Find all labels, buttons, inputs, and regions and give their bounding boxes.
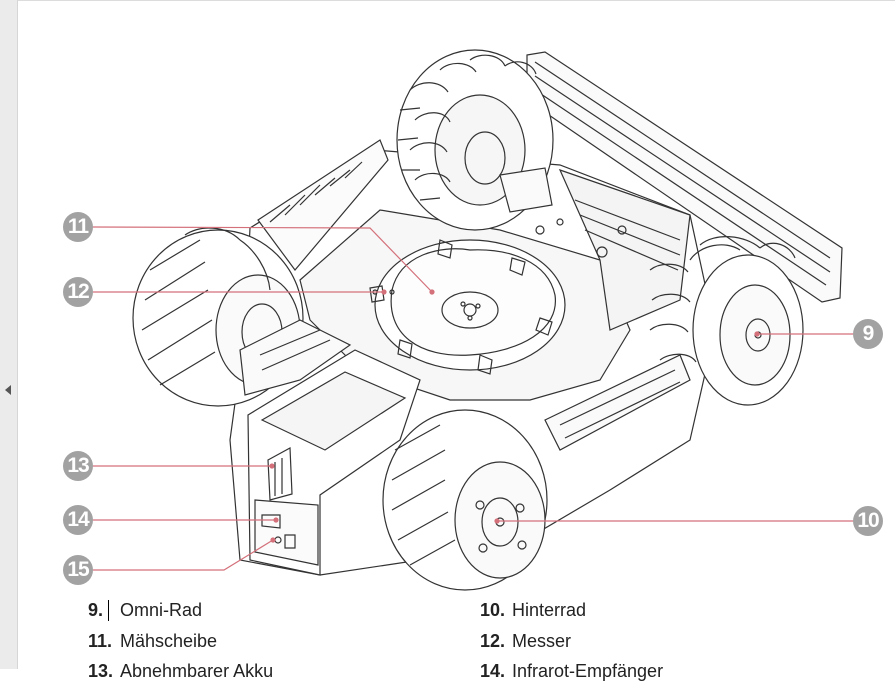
collapse-arrow-icon[interactable] [5, 385, 11, 395]
legend-number: 12. [480, 631, 506, 651]
callout-9: 9 [853, 319, 883, 349]
callout-15: 15 [63, 555, 93, 585]
battery-module [239, 319, 421, 576]
legend-label: Infrarot-Empfänger [512, 661, 664, 681]
omni-wheel-top [396, 49, 554, 231]
parts-legend: 9. Omni-Rad 10. Hinterrad 11. Mähscheibe… [0, 596, 895, 681]
callout-12: 12 [63, 277, 93, 307]
legend-label: Omni-Rad [120, 600, 203, 620]
mower-diagram [92, 49, 854, 591]
text-cursor [108, 600, 109, 621]
legend-label: Abnehmbarer Akku [120, 661, 274, 681]
page-top-border [18, 0, 895, 1]
legend-number: 9. [88, 600, 104, 620]
legend-number: 14. [480, 661, 506, 681]
legend-label: Hinterrad [512, 600, 587, 620]
rear-wheel-right [382, 409, 548, 591]
callout-14: 14 [63, 505, 93, 535]
callout-10: 10 [853, 506, 883, 536]
page-sidebar [0, 0, 18, 669]
legend-label: Messer [512, 631, 572, 651]
callout-13: 13 [63, 451, 93, 481]
callout-11: 11 [63, 212, 93, 242]
mowing-disc [369, 239, 566, 375]
legend-number: 13. [88, 661, 114, 681]
leader-lines [92, 226, 854, 571]
legend-number: 11. [88, 631, 113, 651]
legend-label: Mähscheibe [120, 631, 218, 651]
legend-number: 10. [480, 600, 506, 620]
